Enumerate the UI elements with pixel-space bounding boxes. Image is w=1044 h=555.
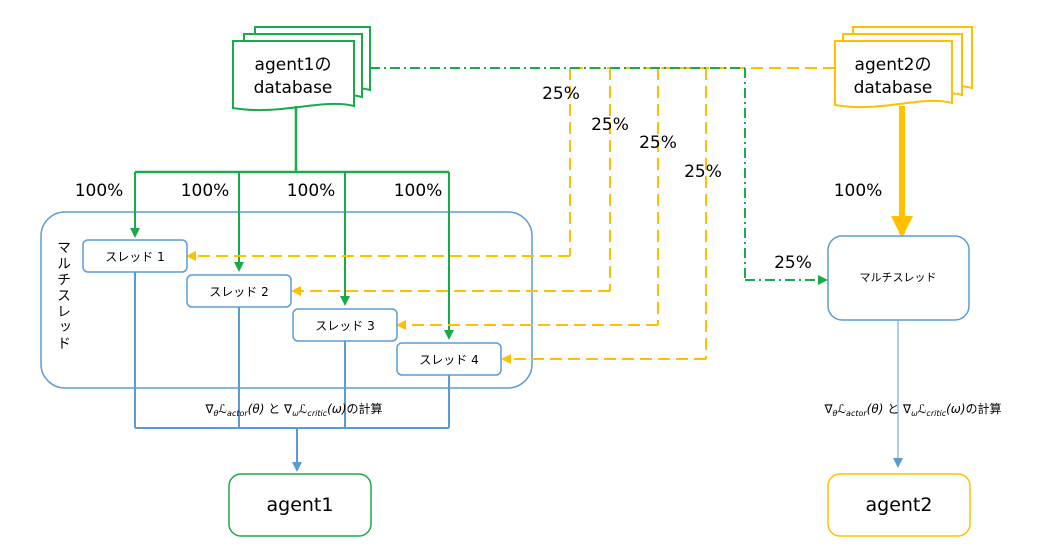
green-percent-1: 100% bbox=[75, 181, 124, 201]
green-distribution-lines bbox=[135, 106, 449, 174]
db2-label-line2: database bbox=[854, 78, 933, 98]
orange-percent-2: 25% bbox=[591, 115, 629, 135]
left-multithread-label: マルチスレッド bbox=[55, 240, 71, 352]
green-percent-2: 100% bbox=[181, 181, 230, 201]
thread-box-2: スレッド 2 bbox=[186, 274, 292, 308]
thread-box-1: スレッド 1 bbox=[82, 239, 188, 273]
thread-box-4: スレッド 4 bbox=[396, 342, 502, 376]
db2-label-line1: agent2の bbox=[855, 55, 932, 75]
db1-label-line1: agent1の bbox=[255, 55, 332, 75]
thread-label-4: スレッド 4 bbox=[419, 353, 478, 367]
agent2-database-icon bbox=[834, 26, 973, 109]
thread-label-2: スレッド 2 bbox=[209, 285, 268, 299]
agent1-database-icon bbox=[232, 26, 371, 112]
right-formula: ∇θℒactor(θ) と ∇ωℒcritic(ω)の計算 bbox=[823, 401, 1001, 418]
green-dashdot-line bbox=[370, 67, 746, 280]
agent2-box bbox=[827, 473, 971, 537]
orange-percent-1: 25% bbox=[542, 84, 580, 104]
db1-label-line2: database bbox=[254, 78, 333, 98]
orange-percent-3: 25% bbox=[639, 133, 677, 153]
thread-label-3: スレッド 3 bbox=[315, 319, 374, 333]
agent2-label: agent2 bbox=[866, 494, 933, 516]
orange-dashed-lines bbox=[569, 67, 835, 359]
left-formula: ∇θℒactor(θ) と ∇ωℒcritic(ω)の計算 bbox=[204, 401, 382, 418]
right-multithread-label: マルチスレッド bbox=[860, 271, 937, 284]
right-main-percent: 100% bbox=[834, 181, 883, 201]
right-dashdot-percent: 25% bbox=[774, 253, 812, 273]
thread-label-1: スレッド 1 bbox=[105, 250, 164, 264]
blue-collector-lines bbox=[134, 272, 450, 429]
green-percent-4: 100% bbox=[394, 181, 443, 201]
green-percent-3: 100% bbox=[287, 181, 336, 201]
thread-box-3: スレッド 3 bbox=[292, 308, 398, 342]
agent1-box bbox=[228, 473, 372, 537]
orange-percent-4: 25% bbox=[684, 162, 722, 182]
agent1-label: agent1 bbox=[267, 494, 334, 516]
